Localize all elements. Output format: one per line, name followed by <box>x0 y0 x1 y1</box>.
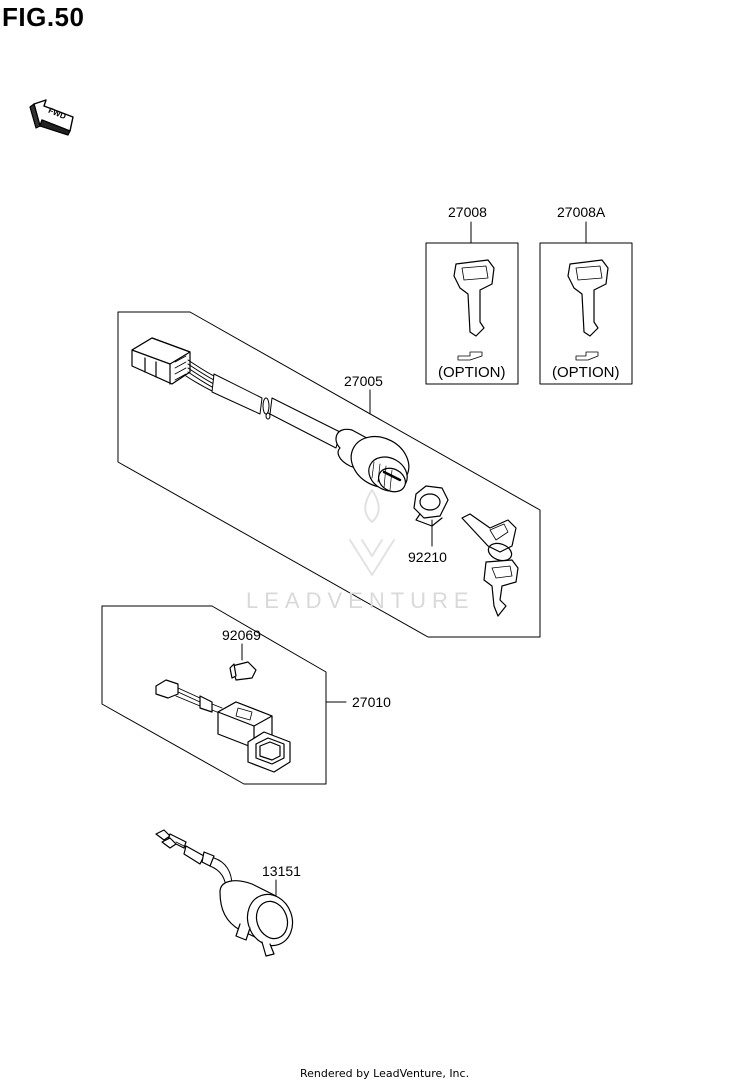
connector-block <box>131 337 191 385</box>
kit-frame-27005 <box>117 311 541 638</box>
part-label-27008a: 27008A <box>557 204 606 220</box>
bulb-92069 <box>229 661 257 681</box>
fwd-arrow-icon <box>29 99 74 136</box>
part-label-27010: 27010 <box>352 694 391 710</box>
part-label-27005: 27005 <box>344 373 383 389</box>
part-label-13151: 13151 <box>262 863 301 879</box>
switch-27010 <box>155 679 291 773</box>
watermark-logo <box>349 489 395 576</box>
wire-harness <box>185 359 341 449</box>
option-label-27008a: (OPTION) <box>552 364 620 381</box>
ignition-switch-body <box>335 428 410 493</box>
watermark-text: LEADVENTURE <box>246 588 475 613</box>
figure-title: FIG.50 <box>2 2 85 32</box>
socket-13151 <box>155 829 294 957</box>
part-label-27008: 27008 <box>448 204 487 220</box>
kit-frame-27010 <box>101 605 327 785</box>
key-27008a-icon <box>567 259 609 361</box>
key-pair <box>461 513 519 617</box>
option-label-27008: (OPTION) <box>438 364 506 381</box>
part-label-92210: 92210 <box>408 549 447 565</box>
part-label-92069: 92069 <box>222 627 261 643</box>
key-27008-icon <box>453 259 495 361</box>
footer-credit: Rendered by LeadVenture, Inc. <box>300 1067 470 1080</box>
nut-92210 <box>413 485 449 527</box>
option-box-27008 <box>425 242 519 385</box>
